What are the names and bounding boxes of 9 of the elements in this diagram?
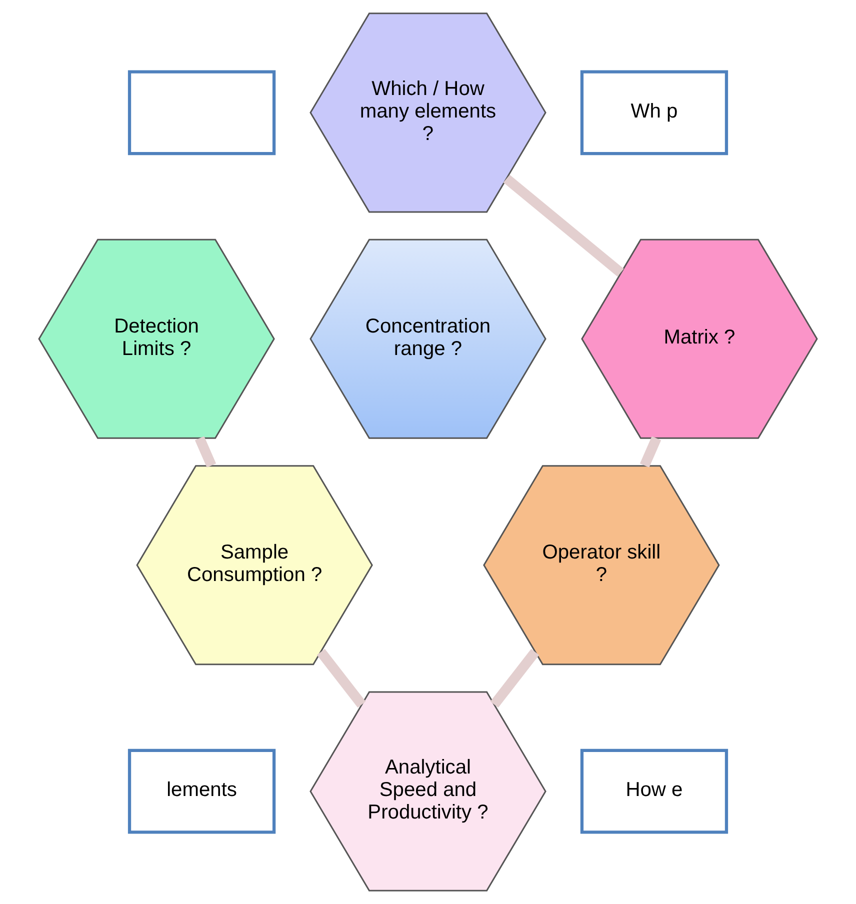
connector [503, 174, 624, 277]
node-box: Wh p [580, 70, 728, 156]
node-box: lements [128, 748, 276, 834]
connector [194, 436, 216, 468]
node-box [128, 70, 276, 156]
connector [490, 648, 540, 708]
connector [640, 436, 662, 468]
node-box: How e [580, 748, 728, 834]
connector [316, 648, 366, 708]
